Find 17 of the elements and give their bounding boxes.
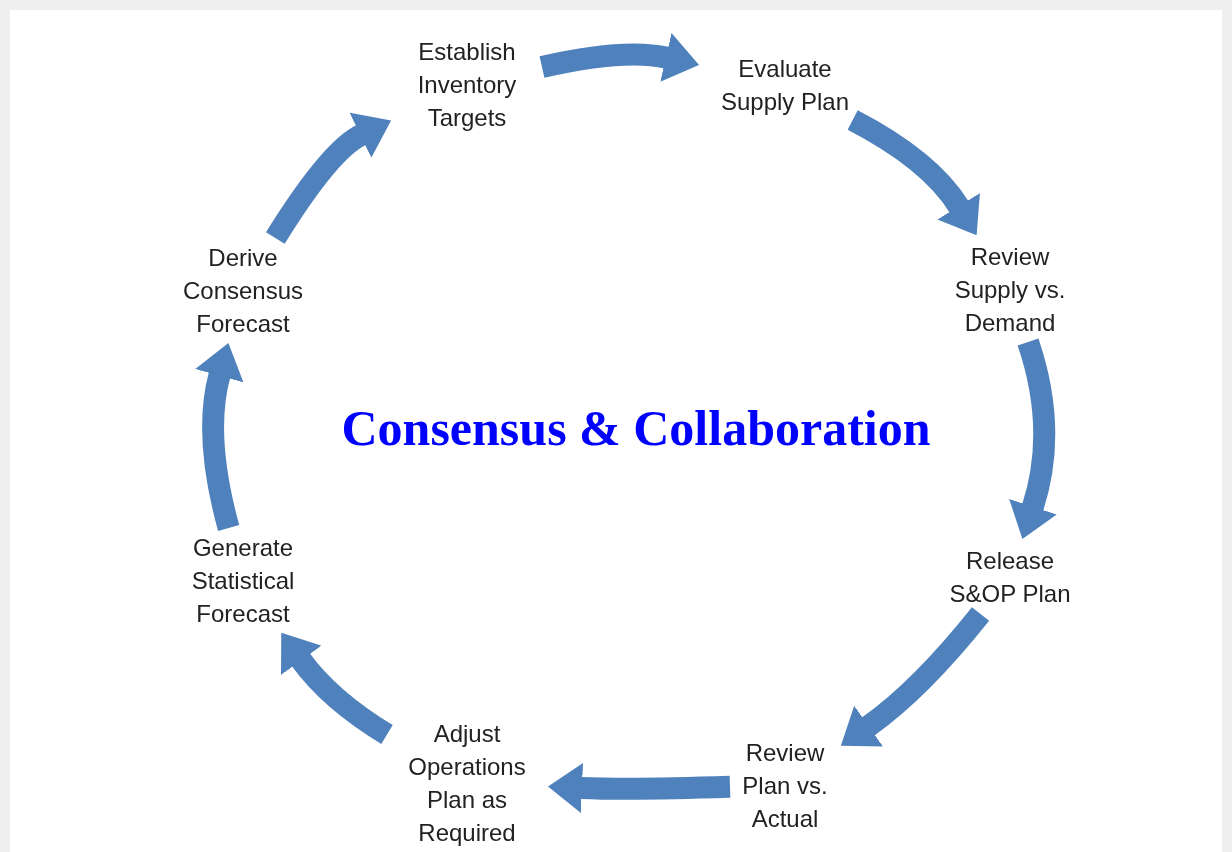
step-label: Review Plan vs. Actual (741, 737, 829, 834)
step-label: Review Supply vs. Demand (953, 241, 1067, 338)
block-arrow (1008, 338, 1057, 540)
step-label: Release S&OP Plan (948, 546, 1072, 609)
block-arrow (266, 113, 391, 244)
block-arrow (280, 633, 393, 744)
step-label: Establish Inventory Targets (416, 36, 518, 133)
center-title: Consensus & Collaboration (340, 399, 932, 458)
step-label: Derive Consensus Forecast (181, 242, 305, 339)
block-arrow (539, 32, 700, 83)
step-label: Generate Statistical Forecast (190, 532, 296, 629)
block-arrow (195, 342, 244, 531)
block-arrow (548, 762, 731, 813)
block-arrow (841, 607, 990, 747)
block-arrow (847, 110, 980, 235)
step-label: Adjust Operations Plan as Required (407, 719, 527, 848)
step-label: Evaluate Supply Plan (719, 54, 851, 117)
